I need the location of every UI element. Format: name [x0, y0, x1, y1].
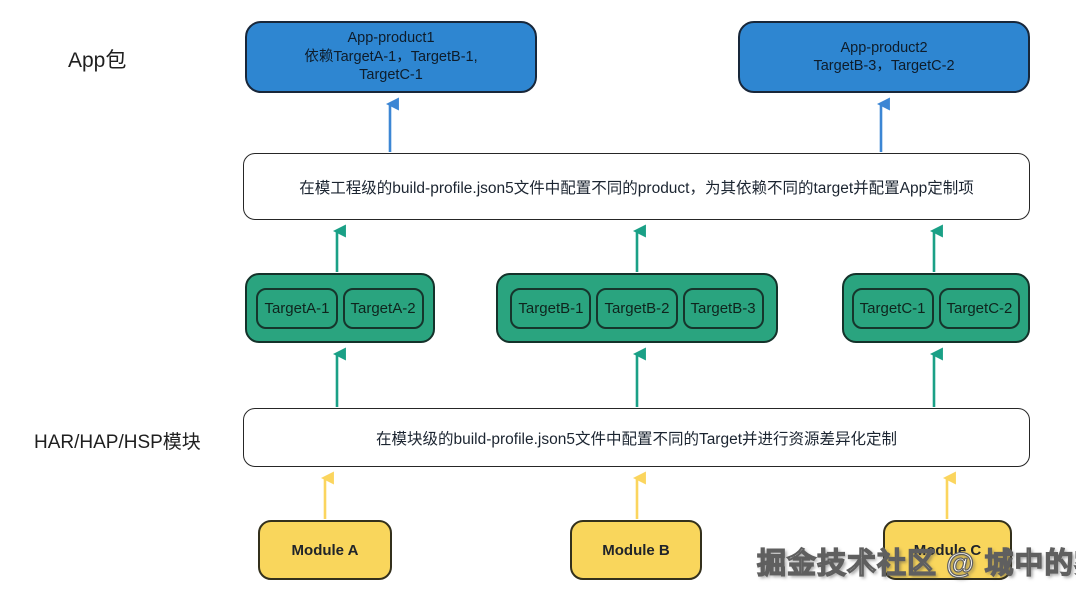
- module-c-box: Module C: [883, 520, 1012, 580]
- module-b-box: Module B: [570, 520, 702, 580]
- target-box-b2: TargetB-2: [596, 287, 678, 329]
- module-layer-label: HAR/HAP/HSP模块: [34, 432, 201, 453]
- product2-line1: App-product2: [840, 39, 928, 56]
- product1-line2: 依赖TargetA-1，TargetB-1,: [304, 48, 478, 65]
- project-config-note: 在模工程级的build-profile.json5文件中配置不同的product…: [243, 153, 1030, 220]
- module-a-box: Module A: [258, 520, 392, 580]
- target-box-b3: TargetB-3: [682, 287, 764, 329]
- target-box-a2: TargetA-2: [342, 287, 424, 329]
- target-box-c2: TargetC-2: [938, 287, 1021, 329]
- product1-line3: TargetC-1: [359, 67, 423, 84]
- target-group-b: TargetB-1 TargetB-2 TargetB-3: [496, 273, 778, 343]
- app-product2-box: App-product2 TargetB-3，TargetC-2: [738, 21, 1030, 93]
- watermark-text: 掘金技术社区 @ 城中的雾: [756, 547, 1076, 580]
- app-package-label: App包: [68, 49, 127, 72]
- target-group-c: TargetC-1 TargetC-2: [842, 273, 1030, 343]
- product1-line1: App-product1: [347, 30, 435, 47]
- target-group-a: TargetA-1 TargetA-2: [245, 273, 435, 343]
- module-config-note: 在模块级的build-profile.json5文件中配置不同的Target并进…: [243, 408, 1030, 467]
- target-box-b1: TargetB-1: [510, 287, 592, 329]
- app-product1-box: App-product1 依赖TargetA-1，TargetB-1, Targ…: [245, 21, 537, 93]
- target-box-c1: TargetC-1: [851, 287, 934, 329]
- target-box-a1: TargetA-1: [256, 287, 338, 329]
- product2-line2: TargetB-3，TargetC-2: [813, 58, 955, 74]
